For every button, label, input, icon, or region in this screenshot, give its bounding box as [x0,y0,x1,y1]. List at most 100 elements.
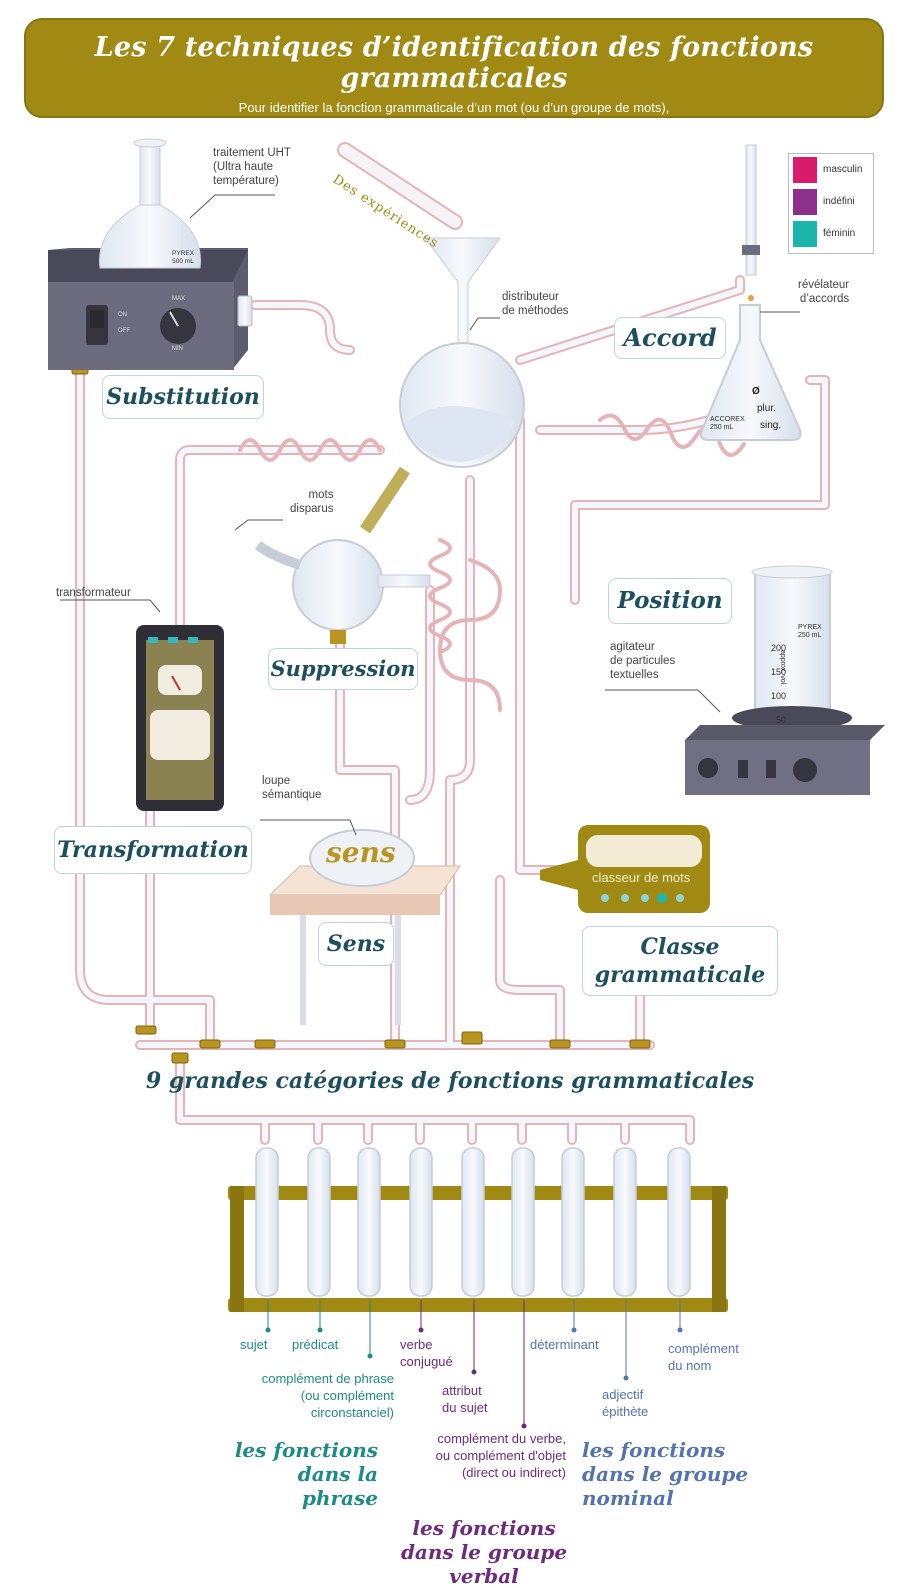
category-attribut-sujet: attribut du sujet [442,1382,488,1416]
lens-word: sens [326,836,396,869]
heater-off: OFF [118,328,130,334]
legend-swatch-masculin [793,157,817,183]
beaker-mark: 200 [770,643,786,653]
technique-label-suppression: Suppression [268,648,418,690]
technique-label-classe: Classe grammaticale [582,926,778,996]
gender-legend: masculin indéfini féminin [788,153,874,254]
category-verbe-line2: conjugué [400,1354,453,1369]
annotation-mots-disparus: mots disparus [290,488,333,516]
category-verbe-line1: verbe [400,1337,433,1352]
page-subtitle-line1: Pour identifier la fonction grammaticale… [238,100,670,115]
annotation-pointers [60,194,800,836]
annotation-mots-disparus-line1: mots [308,489,334,501]
heater-min: MIN [172,346,183,352]
annotation-revelateur: révélateur d’accords [798,278,849,306]
category-attribut-line2: du sujet [442,1400,488,1415]
annotation-distributeur-line1: distributeur [502,291,559,303]
category-complement-phrase-line1: complément de phrase [261,1371,394,1386]
category-complement-phrase-line2: (ou complément [300,1388,394,1403]
lens-table [268,829,461,1025]
annotation-agitateur-line1: agitateur [610,641,655,653]
legend-item-indefini: indéfini [789,186,873,218]
heater-max: MAX [172,296,186,302]
accorex-plur: plur. [757,403,776,414]
technique-label-accord: Accord [614,317,726,359]
group-verbal-line1: les fonctions [412,1516,556,1540]
group-nominal: les fonctions dans le groupe nominal [582,1438,842,1510]
beaker [751,565,833,713]
header-banner: Les 7 techniques d’identification des fo… [24,18,884,132]
annotation-distributeur: distributeur de méthodes [502,290,569,318]
legend-label-feminin: féminin [823,228,856,239]
legend-item-masculin: masculin [789,154,873,186]
annotation-agitateur-line2: de particules [610,655,676,667]
annotation-uht-line3: température) [213,175,279,187]
heater-on: ON [118,312,127,318]
group-phrase-line2: dans la phrase [297,1462,378,1510]
legend-label-indefini: indéfini [823,196,855,207]
beaker-mark: 50 [775,715,786,725]
annotation-uht-line2: (Ultra haute [213,161,274,173]
annotation-loupe: loupe sémantique [262,774,321,802]
category-complement-verbe-line3: (direct ou indirect) [461,1465,566,1480]
annotation-revelateur-line2: d’accords [799,293,850,305]
category-verbe-conjugue: verbe conjugué [400,1336,453,1370]
category-adjectif-line2: épithète [602,1404,649,1419]
technique-label-classe-line2: grammaticale [594,962,766,988]
category-complement-nom: complément du nom [668,1340,739,1374]
legend-label-masculin: masculin [823,164,863,175]
legend-swatch-feminin [793,221,817,247]
category-complement-verbe-line1: complément du verbe, [437,1431,566,1446]
category-complement-phrase-line3: circonstanciel) [310,1405,394,1420]
category-attribut-line1: attribut [442,1383,482,1398]
flask-label: PYREX 500 mL [172,250,194,266]
stirrer [685,706,885,795]
annotation-mots-disparus-line2: disparus [290,503,334,515]
classeur-device [540,825,710,913]
accorex-label: ACCOREX 250 mL [710,416,745,432]
burette [742,144,760,301]
technique-label-position: Position [608,578,732,624]
pipe-connectors [71,365,651,1064]
flask-brand: PYREX [172,250,195,257]
group-phrase-line1: les fonctions [234,1438,378,1462]
group-verbal: les fonctions dans le groupe verbal [376,1516,592,1588]
round-flask [99,138,201,269]
category-complement-verbe: complément du verbe, ou complément d'obj… [396,1430,566,1481]
category-sujet: sujet [240,1337,268,1352]
categories-heading: 9 grandes catégories de fonctions gramma… [145,1068,755,1094]
technique-label-substitution: Substitution [102,375,264,419]
legend-item-feminin: féminin [789,218,873,250]
beaker-volume: 250 mL [798,632,822,639]
annotation-transformateur: transformateur [56,587,131,599]
technique-label-sens: Sens [318,922,394,966]
transformer-device [136,625,224,811]
group-verbal-line2: dans le groupe verbal [400,1540,568,1588]
test-tubes [255,1147,691,1297]
side-flask [254,466,431,644]
test-tube-rack [228,1186,728,1312]
classeur-label: classeur de mots [592,870,691,885]
page-title: Les 7 techniques d’identification des fo… [94,32,814,94]
group-nominal-line2: dans le groupe nominal [582,1462,749,1510]
accorex-zero: Ø [752,386,760,397]
annotation-agitateur-line3: textuelles [610,669,659,681]
technique-label-transformation: Transformation [54,826,252,874]
category-determinant: déterminant [530,1337,599,1352]
beaker-label: PYREX 250 mL [798,624,822,640]
flask-volume: 500 mL [172,258,194,265]
beaker-mark: 150 [770,667,786,677]
legend-swatch-indefini [793,189,817,215]
category-complement-nom-line2: du nom [668,1358,712,1373]
technique-label-classe-line1: Classe [640,934,720,960]
beaker-mark: 100 [770,691,786,701]
accorex-volume: 250 mL [710,424,734,431]
annotation-revelateur-line1: révélateur [798,279,850,291]
annotation-loupe-line1: loupe [262,775,291,787]
category-complement-phrase: complément de phrase (ou complément circ… [228,1370,394,1421]
central-flask [399,237,525,468]
annotation-uht-line1: traitement UHT [213,147,291,159]
category-adjectif-line1: adjectif [602,1387,644,1402]
group-phrase: les fonctions dans la phrase [228,1438,378,1510]
